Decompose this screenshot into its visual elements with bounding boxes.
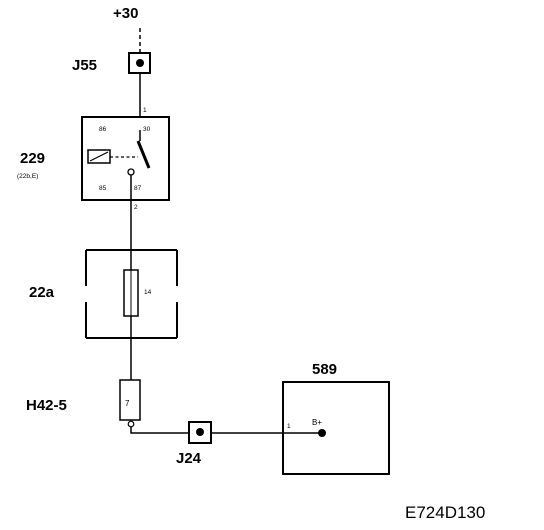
fusebox-id-label: 22a [29, 284, 55, 301]
relay-pin-85: 85 [99, 185, 107, 192]
component-589-id-label: 589 [312, 361, 337, 378]
j24-terminal-dot [196, 428, 204, 436]
relay-id-label: 229 [20, 150, 45, 167]
h42-connector [119, 379, 141, 421]
supply-label: +30 [113, 5, 138, 22]
fuse-number-label: 14 [144, 289, 152, 296]
j24-label: J24 [176, 450, 202, 467]
figure-code: E724D130 [405, 503, 485, 522]
component-589-pin-label: 1 [287, 423, 291, 430]
relay-pin-30: 30 [143, 126, 151, 133]
h42-pin-label: 7 [125, 399, 130, 408]
component-589-box [282, 381, 390, 475]
j55-pin-label: 1 [143, 107, 147, 114]
relay-coil-diagonal [89, 151, 109, 162]
j55-terminal-dot [136, 59, 144, 67]
component-589-terminal-label: B+ [312, 418, 322, 427]
component-589-bplus-terminal [318, 429, 326, 437]
relay-contact-87 [127, 168, 135, 176]
relay-switch-blade [136, 140, 151, 169]
relay-pin-86: 86 [99, 126, 107, 133]
j55-label: J55 [72, 57, 97, 74]
h42-terminal [127, 420, 135, 428]
relay-out-pin-label: 2 [134, 204, 138, 211]
h42-label: H42-5 [26, 397, 67, 414]
wire-h42-j24 [130, 427, 191, 434]
relay-pin-87: 87 [134, 185, 142, 192]
relay-sub-label: (22b,E) [17, 173, 38, 180]
